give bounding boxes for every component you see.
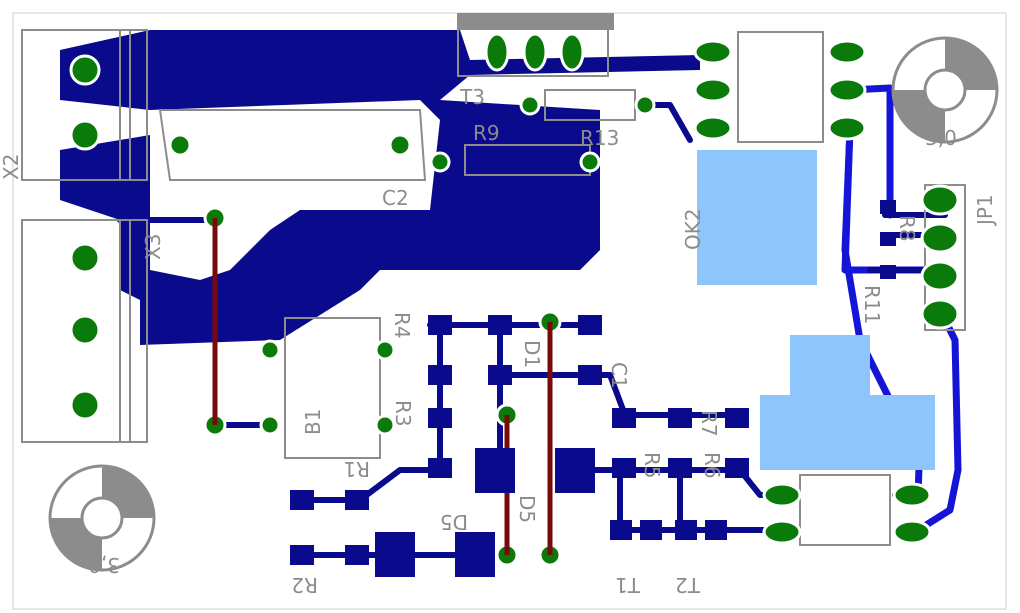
label-d5-top: D5 xyxy=(515,495,539,523)
label-jp1: JP1 xyxy=(973,194,997,227)
label-r6: R6 xyxy=(700,452,724,479)
label-ok2: OK2 xyxy=(681,208,705,250)
label-c2: C2 xyxy=(382,186,409,210)
label-r1: R1 xyxy=(343,457,370,481)
label-c1: C1 xyxy=(607,362,631,389)
label-t3: T3 xyxy=(459,85,485,109)
smd-pads xyxy=(290,200,896,577)
label-r7: R7 xyxy=(697,410,721,437)
keepout-areas xyxy=(697,150,935,470)
label-r4: R4 xyxy=(390,312,414,339)
label-r13: R13 xyxy=(580,126,619,150)
label-r5: R5 xyxy=(640,452,664,479)
silkscreen xyxy=(21,13,966,546)
copper-pour xyxy=(60,30,700,345)
label-r11: R11 xyxy=(860,285,884,324)
label-hole-bottom-left: 3,0 xyxy=(88,553,120,577)
label-b1: B1 xyxy=(301,409,325,435)
label-hole-top-right: 3,0 xyxy=(925,126,957,150)
label-x3: X3 xyxy=(141,234,165,260)
label-d1: D1 xyxy=(520,340,544,368)
label-t1: T1 xyxy=(615,573,641,597)
label-t2: T2 xyxy=(675,573,701,597)
label-r9: R9 xyxy=(473,121,500,145)
label-x2: X2 xyxy=(0,154,23,180)
component-labels: X2 X3 T3 R9 R13 C2 OK2 R8 JP1 R11 B1 R4 … xyxy=(0,85,997,597)
label-d5-bottom: D5 xyxy=(440,510,468,534)
label-r8: R8 xyxy=(895,215,919,242)
label-r2: R2 xyxy=(291,573,318,597)
label-r3: R3 xyxy=(391,400,415,427)
mounting-hole-bottom-left xyxy=(48,464,156,572)
mounting-hole-top-right xyxy=(891,36,999,144)
